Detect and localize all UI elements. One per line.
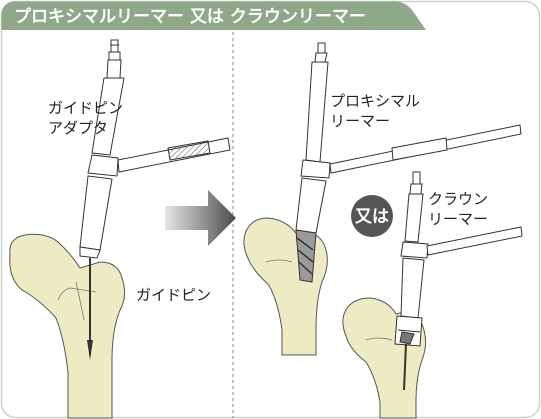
direction-arrow <box>165 190 236 246</box>
crown-label-line2: リーマー <box>428 210 488 228</box>
proximal-label-line2: リーマー <box>330 112 390 130</box>
crown-label-line1: クラウン <box>428 190 488 208</box>
title-banner <box>1 1 426 30</box>
left-guide-pin-assembly <box>79 39 231 360</box>
proximal-label-line1: プロキシマル <box>330 92 420 110</box>
crown-reamer-assembly <box>394 171 523 391</box>
adapter-label-line1: ガイドピン <box>48 99 123 117</box>
or-badge <box>351 195 393 237</box>
guide-pin-label: ガイドピン <box>136 286 211 304</box>
proximal-reamer-assembly <box>295 42 522 283</box>
left-femur <box>9 233 126 419</box>
or-badge-text: 又は <box>355 207 389 227</box>
adapter-label-line2: アダプタ <box>48 119 108 137</box>
title-text: プロキシマルリーマー 又は クラウンリーマー <box>14 6 366 27</box>
